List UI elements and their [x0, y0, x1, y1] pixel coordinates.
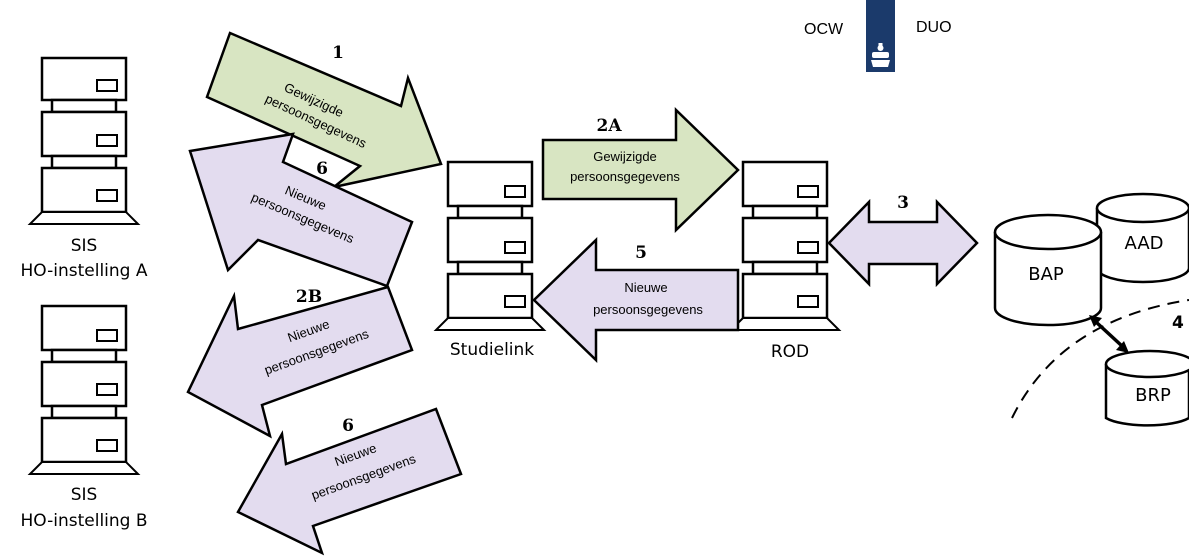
ocw-label: OCW: [804, 21, 844, 38]
sis-a-subtitle: HO-instelling A: [20, 261, 147, 281]
arrow-5-number: 5: [635, 243, 647, 263]
arrow-2b-number: 2B: [296, 287, 322, 307]
arrow-5-line1: Nieuwe: [624, 280, 667, 295]
sis-a-title: SIS: [71, 236, 98, 256]
arrow-2a: Gewijzigde persoonsgegevens: [541, 107, 740, 233]
arrow-5-line2: persoonsgegevens: [593, 302, 703, 317]
arrow-4: [1089, 315, 1129, 353]
arrow-2a-line2: persoonsgegevens: [570, 169, 680, 184]
arrow-4-number: 4: [1172, 313, 1184, 333]
arrow-6-bottom-number: 6: [342, 416, 354, 436]
aad-label: AAD: [1125, 233, 1164, 254]
server-sis-b: [27, 304, 141, 475]
arrow-2a-number: 2A: [596, 116, 622, 136]
server-rod: [728, 160, 842, 331]
server-studielink: [433, 160, 547, 331]
rod-label: ROD: [771, 342, 809, 362]
arrow-3-number: 3: [897, 193, 909, 213]
duo-label: DUO: [916, 19, 952, 36]
database-aad: [1095, 192, 1189, 284]
arrow-6-bottom: Nieuwe persoonsgegevens: [236, 407, 463, 556]
boundary-dashed-arc: [1011, 299, 1189, 419]
arrow-3: [827, 198, 979, 288]
sis-b-subtitle: HO-instelling B: [20, 511, 147, 531]
arrow-1-number: 1: [332, 43, 344, 63]
arrow-5: Nieuwe persoonsgegevens: [532, 237, 740, 363]
sis-b-title: SIS: [71, 485, 98, 505]
arrow-6-top-number: 6: [316, 159, 328, 179]
bap-label: BAP: [1028, 264, 1064, 285]
rijksoverheid-logo: [866, 0, 895, 72]
database-brp: [1104, 349, 1189, 427]
database-bap: [993, 213, 1103, 327]
studielink-label: Studielink: [450, 340, 534, 360]
arrow-6-top: Nieuwe persoonsgegevens: [188, 132, 414, 288]
server-sis-a: [27, 56, 141, 225]
brp-label: BRP: [1135, 385, 1171, 406]
arrow-2b: Nieuwe persoonsgegevens: [186, 285, 414, 439]
arrow-2a-line1: Gewijzigde: [593, 149, 657, 164]
